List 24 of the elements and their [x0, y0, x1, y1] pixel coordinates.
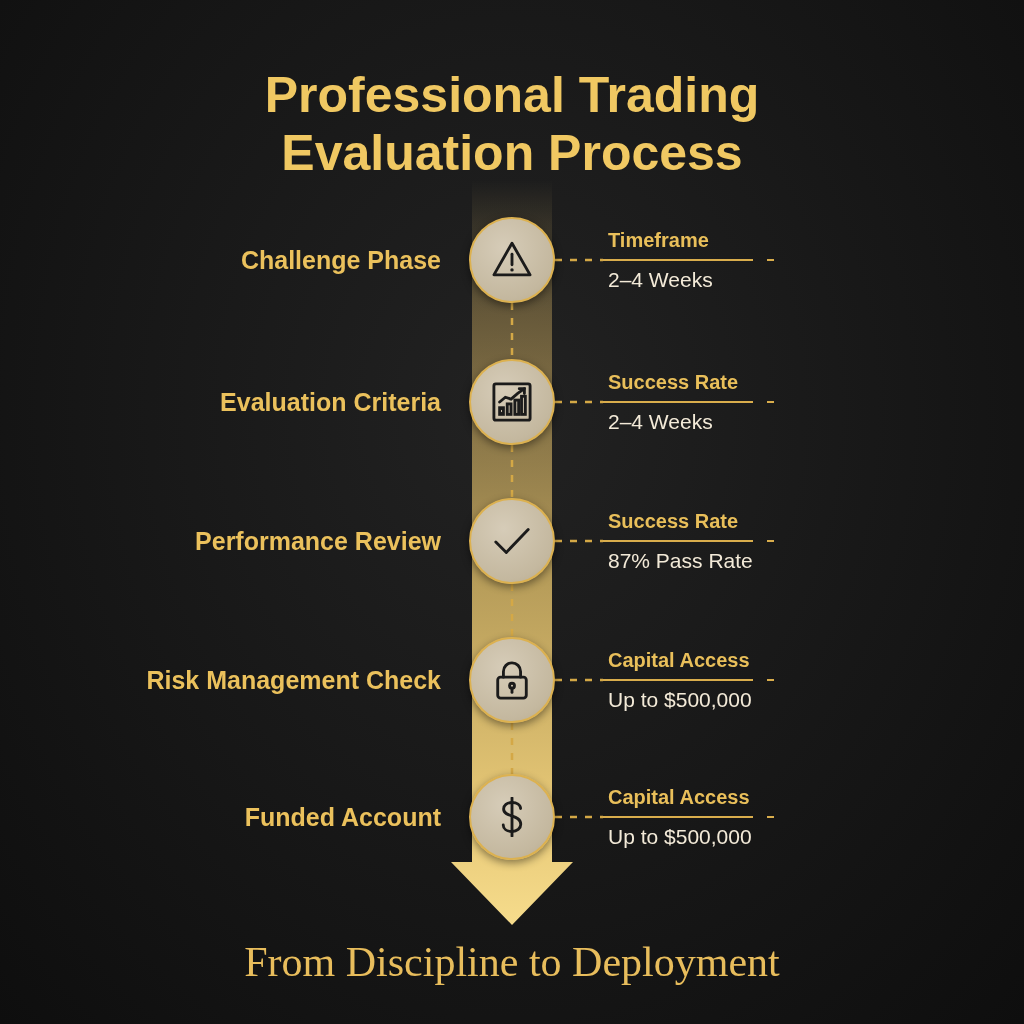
- info-value: Up to $500,000: [608, 688, 752, 712]
- caption: From Discipline to Deployment: [244, 938, 780, 987]
- dashed-connector: [555, 400, 603, 404]
- stage-label: Funded Account: [244, 802, 441, 833]
- info-value: 2–4 Weeks: [608, 268, 713, 292]
- dashed-connector: [555, 815, 603, 819]
- info-heading: Success Rate: [608, 370, 739, 394]
- title: Professional Trading Evaluation Process: [263, 66, 761, 182]
- info-heading: Timeframe: [608, 228, 709, 252]
- info-value: Up to $500,000: [608, 825, 752, 849]
- info-heading: Capital Access: [608, 785, 750, 809]
- dashed-connector: [510, 723, 514, 774]
- stage-label: Challenge Phase: [240, 245, 441, 276]
- stage-label: Risk Management Check: [146, 665, 441, 696]
- info-value: 87% Pass Rate: [608, 549, 753, 573]
- stage-label: Performance Review: [195, 526, 441, 557]
- dashed-connector: [555, 539, 603, 543]
- info-heading: Capital Access: [608, 648, 750, 672]
- stage-label: Evaluation Criteria: [220, 387, 441, 418]
- dashed-connector: [555, 258, 603, 262]
- dashed-connector: [510, 445, 514, 498]
- info-value: 2–4 Weeks: [608, 410, 713, 434]
- dashed-connector: [555, 678, 603, 682]
- info-heading: Success Rate: [608, 509, 739, 533]
